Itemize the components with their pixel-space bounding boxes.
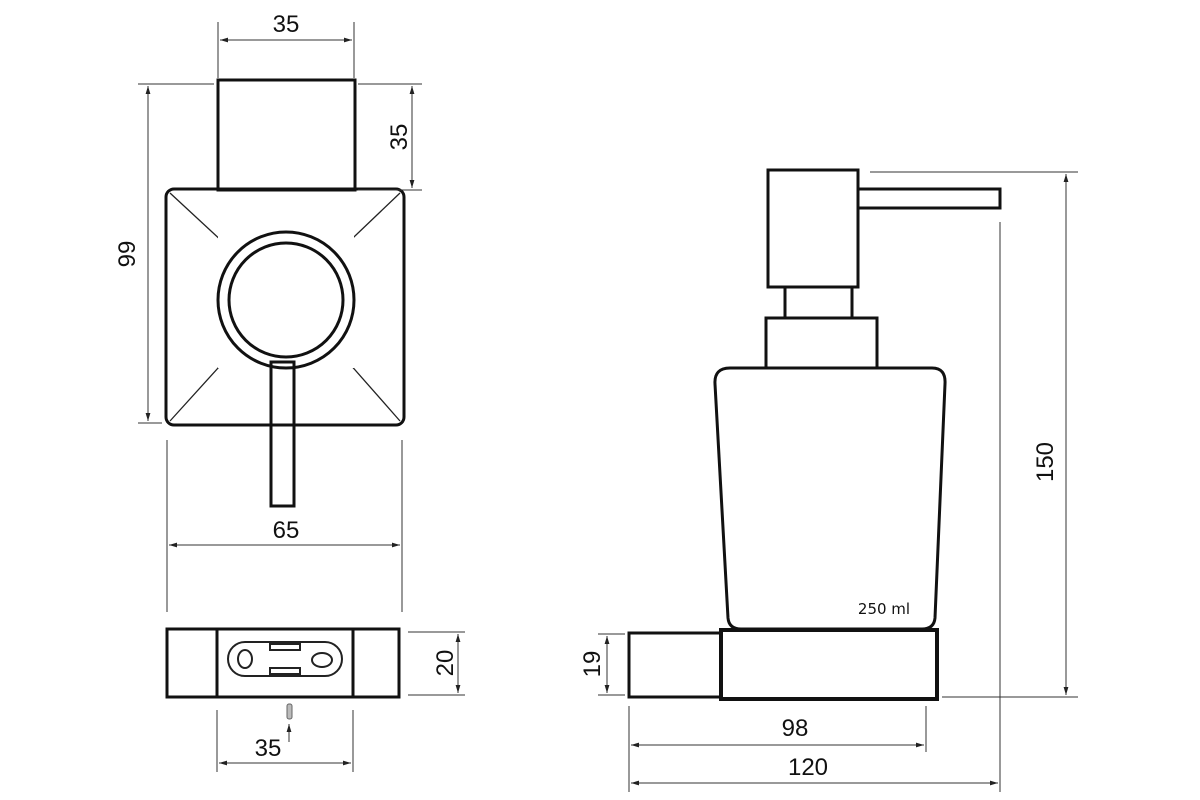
dim-total-height-side: 150 (1032, 442, 1059, 482)
bottom-view: 20 35 (165, 627, 465, 772)
dim-width: 65 (273, 517, 300, 544)
pump-stem (783, 285, 854, 320)
pump-spout (856, 187, 1002, 210)
pump-head (766, 168, 860, 289)
inner-ring (227, 241, 345, 359)
pump-block-top (216, 78, 357, 192)
bottom-plate (165, 627, 401, 699)
pump-collar (764, 316, 879, 370)
screw-hole-left (237, 649, 253, 669)
screw-hole-right (311, 652, 333, 668)
spout-stem (269, 360, 296, 508)
top-view: 35 35 99 65 (114, 11, 422, 612)
bottle (713, 366, 947, 631)
dim-bottom-height: 20 (432, 650, 459, 677)
dim-depth-base: 98 (782, 715, 809, 742)
set-screw-icon (286, 703, 293, 720)
dim-total-height: 99 (114, 241, 141, 268)
side-view: 250 ml 150 19 98 120 (579, 168, 1078, 792)
outer-ring (216, 230, 356, 370)
dim-lines-top (138, 22, 422, 612)
mounting-slot (227, 641, 343, 677)
wall-mount (627, 631, 723, 699)
volume-label: 250 ml (858, 600, 910, 618)
dim-depth-total: 120 (788, 754, 828, 781)
dim-screw-spacing: 35 (255, 735, 282, 762)
dim-base-height: 19 (579, 651, 606, 678)
dim-lines-side (598, 171, 1078, 792)
holder-base (719, 628, 939, 701)
dim-width-top: 35 (273, 11, 300, 38)
square-base (164, 187, 406, 427)
dim-height-top: 35 (386, 124, 413, 151)
